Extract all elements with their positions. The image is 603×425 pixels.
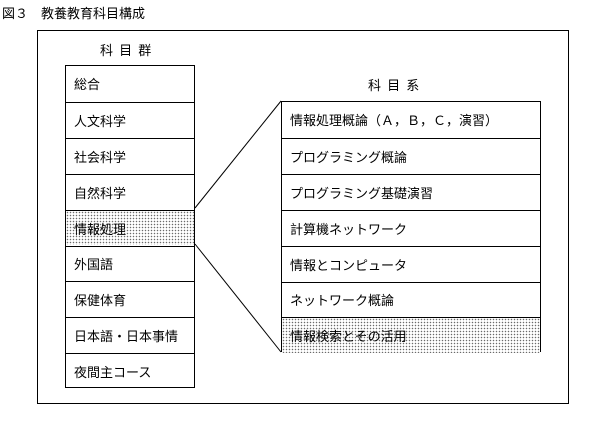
subject-group-item: 日本語・日本事情 [66,317,194,353]
subject-group-item-label: 自然科学 [74,186,127,202]
subject-group-item: 外国語 [66,245,194,282]
connector-line-top [194,100,282,209]
subject-group-item: 情報処理 [66,209,194,246]
subject-group-item-label: 外国語 [74,258,114,274]
subject-group-item-label: 情報処理 [74,222,127,238]
subject-series-item: 情報とコンピュータ [282,245,540,282]
subject-series-item-label: プログラミング基礎演習 [290,186,434,202]
subject-series-item-label: 情報処理概論（Ａ，Ｂ，Ｃ，演習） [290,114,499,130]
subject-series-item-label: 計算機ネットワーク [290,222,408,238]
subject-series-item: 計算機ネットワーク [282,209,540,246]
right-column-heading: 科 目 系 [368,79,421,94]
subject-series-item-label: 情報とコンピュータ [290,258,408,274]
subject-series-item: プログラミング基礎演習 [282,173,540,210]
subject-group-item-label: 日本語・日本事情 [74,330,179,346]
subject-group-item-label: 夜間主コース [74,366,152,382]
subject-group-item: 自然科学 [66,173,194,210]
subject-group-item: 保健体育 [66,281,194,317]
subject-series-item: 情報処理概論（Ａ，Ｂ，Ｃ，演習） [282,102,540,138]
subject-group-item-label: 総合 [74,78,101,94]
subject-group-item-label: 保健体育 [74,294,127,310]
subject-series-item: プログラミング概論 [282,137,540,174]
subject-series-item: 情報検索とその活用 [282,317,540,354]
diagram-frame [37,30,569,404]
subject-series-item-label: ネットワーク概論 [290,294,395,310]
subject-group-item: 夜間主コース [66,353,194,389]
subject-group-item: 総合 [66,66,194,102]
subject-group-item: 社会科学 [66,137,194,174]
subject-series-item-label: プログラミング概論 [290,150,408,166]
subject-series-column: 情報処理概論（Ａ，Ｂ，Ｃ，演習） プログラミング概論プログラミング基礎演習計算機ネ… [281,101,541,354]
subject-series-item-label: 情報検索とその活用 [290,330,407,346]
subject-group-item-label: 人文科学 [74,114,127,130]
subject-group-item-label: 社会科学 [74,150,127,166]
left-column-heading: 科 目 群 [100,44,153,59]
subject-series-item: ネットワーク概論 [282,281,540,318]
figure-caption: 図３ 教養教育科目構成 [2,7,146,22]
connector-line-bottom [194,243,282,353]
subject-group-column: 総合人文科学社会科学自然科学情報処理外国語保健体育日本語・日本事情夜間主コース [65,65,195,388]
subject-group-item: 人文科学 [66,101,194,138]
